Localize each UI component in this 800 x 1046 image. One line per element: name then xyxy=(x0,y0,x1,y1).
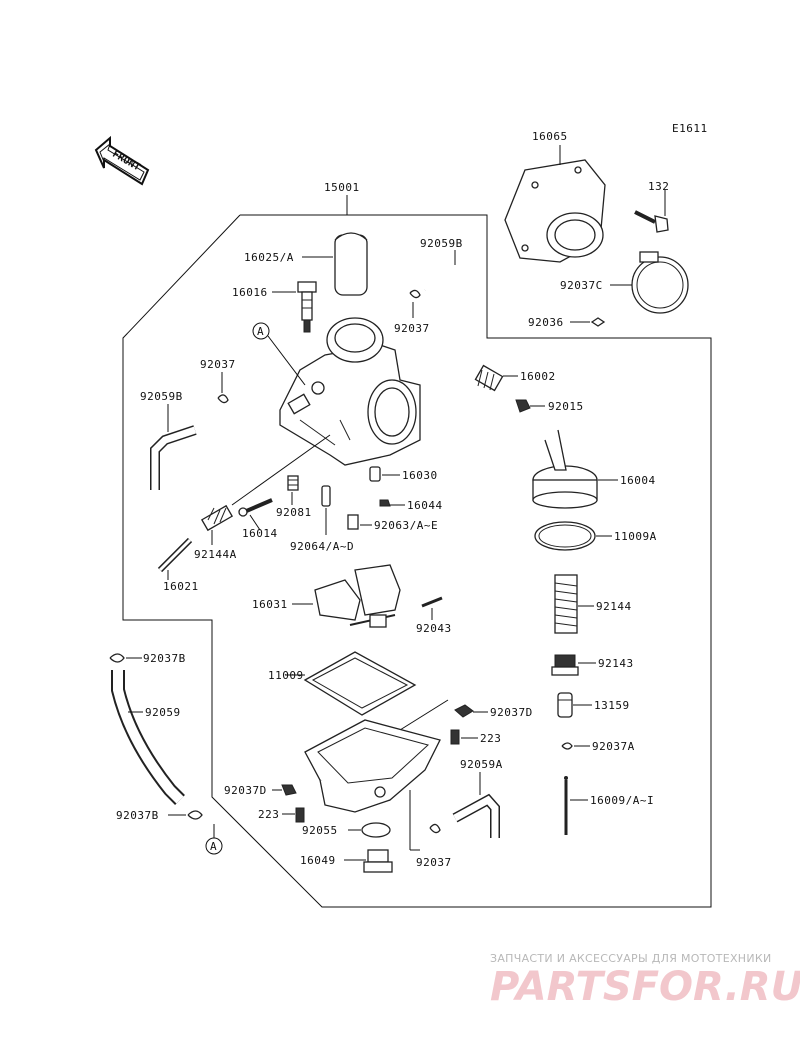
label-16009: 16009/A~I xyxy=(590,794,654,807)
air-screw-part xyxy=(297,281,317,333)
label-92059: 92059 xyxy=(145,706,181,719)
plug-part xyxy=(551,654,579,676)
label-92037b-bottom: 92037B xyxy=(116,809,159,822)
idle-screw-part xyxy=(157,537,193,573)
label-16065: 16065 xyxy=(532,130,568,143)
label-92063: 92063/A~E xyxy=(374,519,438,532)
label-13159: 13159 xyxy=(594,699,630,712)
o-ring-a-part xyxy=(534,521,596,551)
spring-part xyxy=(200,504,234,532)
clip-a-part xyxy=(561,742,573,750)
small-clip-part xyxy=(409,289,421,299)
label-92043: 92043 xyxy=(416,622,452,635)
clip-d-left-part xyxy=(281,784,297,796)
label-15001: 15001 xyxy=(324,181,360,194)
label-92064: 92064/A~D xyxy=(290,540,354,553)
clip-b-bottom-part xyxy=(187,810,203,820)
o-ring-part xyxy=(361,822,391,838)
label-16030: 16030 xyxy=(402,469,438,482)
label-92037d-left: 92037D xyxy=(224,784,267,797)
label-92037b-top: 92037B xyxy=(143,652,186,665)
hose-top-part xyxy=(423,268,473,313)
label-92036: 92036 xyxy=(528,316,564,329)
label-11009: 11009 xyxy=(268,669,304,682)
label-16044: 16044 xyxy=(407,499,443,512)
callout-a-bottom: A xyxy=(210,840,217,853)
float-bowl-part xyxy=(304,719,441,813)
label-223-left: 223 xyxy=(258,808,279,821)
filter-part xyxy=(474,364,504,392)
label-92144a: 92144A xyxy=(194,548,237,561)
label-223-right: 223 xyxy=(480,732,501,745)
throttle-valve-part xyxy=(334,232,368,296)
assembly-boundary xyxy=(122,214,712,908)
watermark-brand: PARTSFOR.RU xyxy=(490,964,800,1010)
label-92144: 92144 xyxy=(596,600,632,613)
drain-plug-part xyxy=(363,849,393,873)
clip-part xyxy=(590,317,606,327)
carburetor-body-part xyxy=(279,317,421,466)
callout-a-top: A xyxy=(257,325,264,338)
spring-small-part xyxy=(287,475,299,491)
label-92143: 92143 xyxy=(598,657,634,670)
label-132: 132 xyxy=(648,180,669,193)
label-92055: 92055 xyxy=(302,824,338,837)
gasket-part xyxy=(303,651,417,716)
label-92037d-right: 92037D xyxy=(490,706,533,719)
label-92037c: 92037C xyxy=(560,279,603,292)
label-11009a: 11009A xyxy=(614,530,657,543)
label-92081: 92081 xyxy=(276,506,312,519)
diagram-code: E1611 xyxy=(672,122,708,135)
screw-left-part xyxy=(295,807,305,823)
jet-part xyxy=(369,466,381,482)
small-clip-bottom-part xyxy=(429,823,441,834)
jet-needle-part xyxy=(564,776,568,835)
needle-screw-part xyxy=(238,498,273,517)
label-92037-left: 92037 xyxy=(200,358,236,371)
label-16004: 16004 xyxy=(620,474,656,487)
intake-boot-part xyxy=(504,159,606,263)
label-92015: 92015 xyxy=(548,400,584,413)
label-92059b-top: 92059B xyxy=(420,237,463,250)
nut-part xyxy=(515,399,531,413)
spring-right-part xyxy=(554,574,578,634)
label-92059b-left: 92059B xyxy=(140,390,183,403)
hose-long-part xyxy=(111,670,185,805)
label-16025a: 16025/A xyxy=(244,251,294,264)
bolt-part xyxy=(634,210,669,233)
label-16014: 16014 xyxy=(242,527,278,540)
watermark-tagline: ЗАПЧАСТИ И АКСЕССУАРЫ ДЛЯ МОТОТЕХНИКИ xyxy=(490,952,772,965)
pilot-jet-part xyxy=(379,499,391,507)
label-92037a: 92037A xyxy=(592,740,635,753)
label-16016: 16016 xyxy=(232,286,268,299)
label-92059a: 92059A xyxy=(460,758,503,771)
label-92037-bottom: 92037 xyxy=(416,856,452,869)
fitting-part xyxy=(557,692,573,718)
float-part xyxy=(314,564,401,628)
clip-b-top-part xyxy=(109,653,125,663)
hose-left-part xyxy=(150,425,197,490)
hose-clamp-part xyxy=(631,251,689,314)
label-16002: 16002 xyxy=(520,370,556,383)
hose-a-part xyxy=(452,793,500,838)
carburetor-cap-part xyxy=(532,429,598,509)
screw-right-part xyxy=(450,729,460,745)
jet-needle-clip-part xyxy=(347,514,359,530)
clip-d-right-part xyxy=(454,704,474,718)
label-16031: 16031 xyxy=(252,598,288,611)
front-arrow-icon: FRONT xyxy=(94,135,150,186)
float-pin-part xyxy=(421,596,443,608)
label-92037-top: 92037 xyxy=(394,322,430,335)
label-16049: 16049 xyxy=(300,854,336,867)
label-16021: 16021 xyxy=(163,580,199,593)
main-jet-part xyxy=(321,485,331,507)
small-clip-left-part xyxy=(217,394,229,404)
